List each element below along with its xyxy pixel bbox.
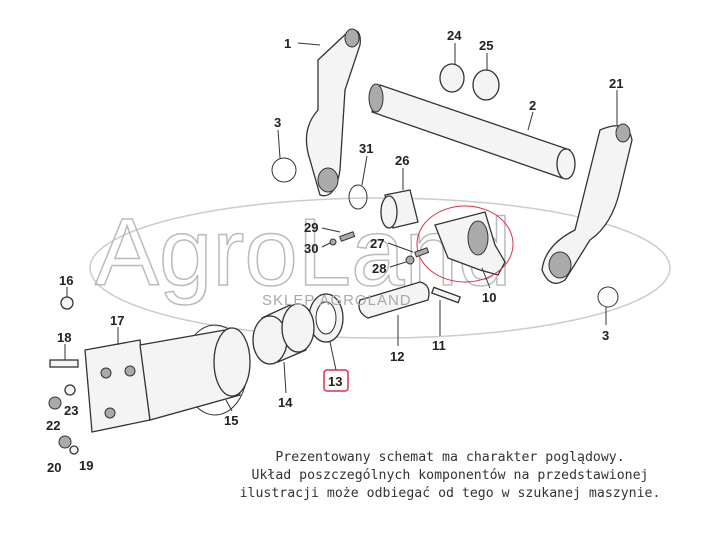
part-27-pin — [414, 247, 430, 258]
label-11: 11 — [432, 338, 446, 353]
part-29-pin — [339, 231, 356, 242]
disclaimer-line-3: ilustracji może odbiegać od tego w szuka… — [239, 486, 661, 501]
highlight-box — [323, 369, 349, 392]
disclaimer-line-2: Układ poszczególnych komponentów na prze… — [251, 468, 649, 483]
part-30-nut — [329, 238, 337, 246]
label-31: 31 — [359, 141, 373, 156]
label-20: 20 — [47, 460, 61, 475]
label-25: 25 — [479, 38, 493, 53]
part-12-pin — [358, 281, 430, 319]
part-31-ring — [348, 184, 368, 210]
part-17-cylinder — [84, 327, 251, 433]
part-14-piston — [252, 303, 315, 365]
part-labels: 1 24 25 2 21 3 31 26 29 30 27 28 10 16 1… — [46, 28, 623, 475]
watermark-logo: AgroLand — [95, 199, 511, 306]
label-18: 18 — [57, 330, 71, 345]
part-3-circlip — [271, 157, 297, 183]
highlight-circle — [416, 205, 514, 283]
part-10-housing — [416, 205, 514, 283]
leader-lines — [64, 42, 618, 412]
label-12: 12 — [390, 349, 404, 364]
label-23: 23 — [64, 403, 78, 418]
label-3: 3 — [274, 115, 281, 130]
watermark-subtitle: SKLEP AGROLAND — [262, 292, 412, 309]
label-29: 29 — [304, 220, 318, 235]
part-16-washer — [60, 296, 74, 310]
part-28-nut — [405, 255, 415, 265]
part-23-washer — [64, 384, 76, 396]
label-24: 24 — [447, 28, 462, 43]
part-11-roll-pin — [430, 286, 462, 304]
part-1-lever — [305, 28, 361, 197]
part-3-circlip-right — [597, 286, 619, 308]
disclaimer-line-1: Prezentowany schemat ma charakter pogląd… — [275, 450, 625, 465]
label-28: 28 — [372, 261, 386, 276]
part-18-bolt — [49, 359, 79, 368]
label-16: 16 — [59, 273, 73, 288]
label-19: 19 — [79, 458, 93, 473]
part-13-seal-inner — [315, 301, 337, 335]
label-14: 14 — [278, 395, 293, 410]
label-10: 10 — [482, 290, 496, 305]
disclaimer-note: Prezentowany schemat ma charakter pogląd… — [200, 449, 700, 503]
part-21-lever — [541, 123, 633, 284]
label-26: 26 — [395, 153, 409, 168]
part-2-shaft — [368, 83, 576, 180]
label-2: 2 — [529, 98, 536, 113]
label-13: 13 — [328, 374, 342, 389]
part-25-washer — [472, 69, 500, 101]
label-1: 1 — [284, 36, 291, 51]
part-24-washer — [439, 63, 465, 93]
label-27: 27 — [370, 236, 384, 251]
part-26-bushing — [380, 189, 419, 229]
label-22: 22 — [46, 418, 60, 433]
label-17: 17 — [110, 313, 124, 328]
label-30: 30 — [304, 241, 318, 256]
part-20-plug — [58, 435, 72, 449]
label-15: 15 — [224, 413, 238, 428]
part-22-plug — [48, 396, 62, 410]
part-19-washer — [69, 445, 79, 455]
label-3-right: 3 — [602, 328, 609, 343]
label-21: 21 — [609, 76, 623, 91]
watermark-ellipse — [89, 197, 671, 339]
